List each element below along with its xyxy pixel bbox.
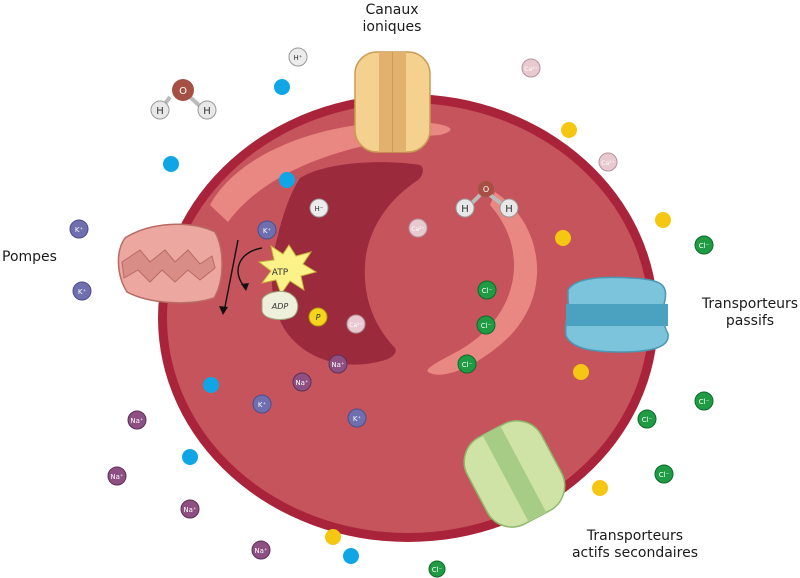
adp-label: ADP: [271, 302, 289, 311]
ca-ion: Ca²⁺: [598, 152, 618, 172]
cl-symbol: Cl⁻: [699, 398, 710, 406]
water-h2-outside: H: [203, 106, 211, 117]
cl-symbol: Cl⁻: [659, 471, 670, 479]
water-inside: [455, 181, 519, 218]
k-ion: K⁺: [347, 408, 367, 428]
water-h1-outside: H: [156, 106, 164, 117]
label-pompes: Pompes: [2, 249, 57, 265]
water-h2-inside: H: [505, 204, 513, 215]
k-symbol: K⁺: [263, 227, 272, 235]
adp-blob: [261, 290, 299, 321]
blue-dot: [279, 172, 295, 188]
water-o-outside: O: [179, 86, 187, 97]
cl-symbol: Cl⁻: [481, 322, 492, 330]
pump: [117, 223, 223, 304]
na-symbol: Na⁺: [110, 473, 124, 481]
pump-arrow: [223, 239, 239, 313]
k-symbol: K⁺: [353, 415, 362, 423]
water-outside: [150, 79, 217, 120]
cl-symbol: Cl⁻: [462, 361, 473, 369]
ca-ion: Ca²⁺: [521, 58, 541, 78]
label-transporteurs-passifs: Transporteurs passifs: [701, 296, 799, 329]
k-ion: K⁺: [252, 394, 272, 414]
h-minus-ion: H⁻: [309, 198, 329, 218]
k-symbol: K⁺: [75, 226, 84, 234]
k-ion: K⁺: [257, 220, 277, 240]
phosphate-label: P: [316, 313, 321, 322]
na-ion: Na⁺: [328, 354, 348, 374]
na-ion: Na⁺: [251, 540, 271, 560]
blue-dot: [274, 79, 290, 95]
atp-label: ATP: [272, 268, 289, 278]
cl-ion: Cl⁻: [694, 391, 714, 411]
na-ion: Na⁺: [107, 466, 127, 486]
cl-symbol: Cl⁻: [642, 416, 653, 424]
label-transporteurs-secondaires: Transporteurs actifs secondaires: [571, 528, 699, 561]
k-ion: K⁺: [72, 281, 92, 301]
cl-ion: Cl⁻: [457, 354, 477, 374]
blue-dot: [182, 449, 198, 465]
k-symbol: K⁺: [258, 401, 267, 409]
na-ion: Na⁺: [180, 499, 200, 519]
ca-ion: Ca²⁺: [346, 314, 366, 334]
cl-ion: Cl⁻: [428, 560, 446, 578]
blue-dot: [203, 377, 219, 393]
yellow-dot: [592, 480, 608, 496]
passive-transporter: [564, 276, 669, 353]
atp-arrow: [237, 247, 263, 287]
yellow-dot: [555, 230, 571, 246]
ca-symbol: Ca²⁺: [601, 160, 614, 167]
k-symbol: K⁺: [78, 288, 87, 296]
secondary-transporter: [463, 420, 566, 528]
ca-symbol: Ca²⁺: [349, 322, 362, 329]
water-h1-inside: H: [461, 204, 469, 215]
ion-channel: [354, 51, 431, 153]
yellow-dot: [325, 529, 341, 545]
cl-symbol: Cl⁻: [699, 242, 710, 250]
na-symbol: Na⁺: [295, 379, 309, 387]
yellow-dot: [573, 364, 589, 380]
cl-ion: Cl⁻: [694, 235, 714, 255]
ca-ion: Ca²⁺: [408, 218, 428, 238]
na-symbol: Na⁺: [254, 547, 268, 555]
ca-symbol: Ca²⁺: [411, 226, 424, 233]
cl-ion: Cl⁻: [637, 409, 657, 429]
na-ion: Na⁺: [292, 372, 312, 392]
ca-symbol: Ca²⁺: [524, 66, 537, 73]
cl-symbol: Cl⁻: [432, 566, 443, 574]
na-symbol: Na⁺: [183, 506, 197, 514]
yellow-dot: [655, 212, 671, 228]
na-ion: Na⁺: [127, 410, 147, 430]
cl-symbol: Cl⁻: [482, 287, 493, 295]
na-symbol: Na⁺: [331, 361, 345, 369]
h-plus-ion: H⁺: [288, 47, 308, 67]
phosphate: [308, 307, 328, 327]
label-canaux-ioniques: Canaux ioniques: [362, 2, 422, 35]
er-band-right: [427, 192, 538, 375]
yellow-dot: [561, 122, 577, 138]
blue-dot: [163, 156, 179, 172]
blue-dot: [343, 548, 359, 564]
h-minus-symbol: H⁻: [315, 205, 324, 213]
water-o-inside: O: [483, 185, 489, 194]
cl-ion: Cl⁻: [654, 464, 674, 484]
k-ion: K⁺: [69, 219, 89, 239]
cl-ion: Cl⁻: [476, 315, 496, 335]
na-symbol: Na⁺: [130, 417, 144, 425]
h-plus-symbol: H⁺: [294, 54, 303, 62]
cl-ion: Cl⁻: [477, 280, 497, 300]
